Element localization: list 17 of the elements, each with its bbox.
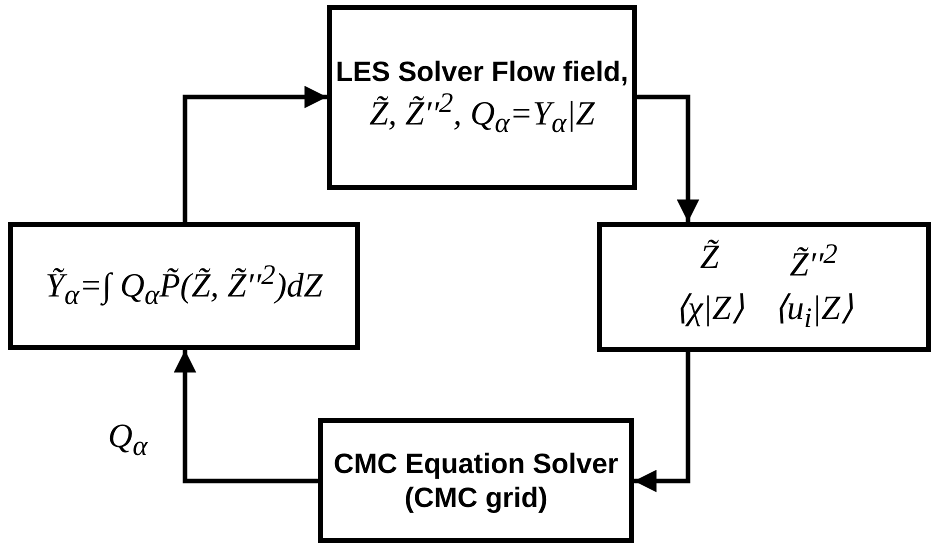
formula: Z̃, Z̃′′$^{2}$, Q$_{α}$=Y$_{α}$|Z <box>369 88 595 140</box>
process-box <box>318 418 634 543</box>
formula: Z̃ <box>700 239 719 278</box>
process-box <box>597 222 931 352</box>
box-title: CMC Equation Solver (CMC grid) <box>332 446 620 514</box>
formula: ⟨u$_{i}$|Z⟩ <box>774 288 854 335</box>
formula: ⟨χ|Z⟩ <box>674 288 744 329</box>
process-box <box>8 222 360 350</box>
arrow <box>634 352 690 492</box>
formula: Ỹ$_{α}$=∫ Q$_{α}$P̃(Z̃, Z̃′′$^{2}$)dZ <box>45 260 323 312</box>
box-title: LES Solver Flow field, <box>336 54 628 88</box>
arrow <box>182 86 327 222</box>
arrow <box>174 350 318 484</box>
arrow <box>637 94 700 222</box>
edge-label: Q$_{α}$ <box>108 418 148 463</box>
formula: Z̃′′$^{2}$ <box>790 239 838 285</box>
process-box <box>327 5 637 190</box>
